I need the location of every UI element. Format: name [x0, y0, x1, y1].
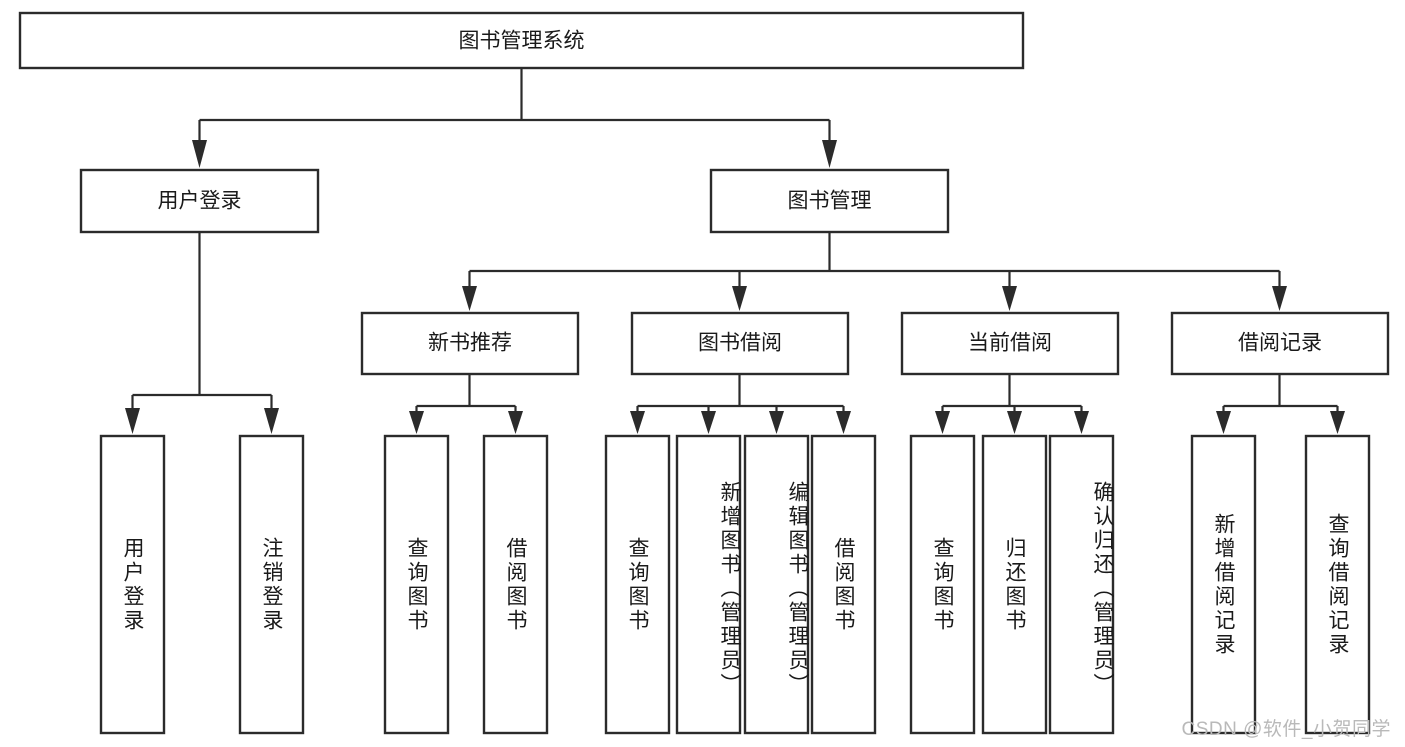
arrow-head-leaf-user-login	[125, 408, 140, 434]
node-book-management[interactable]: 图书管理	[709, 168, 950, 234]
node-root[interactable]: 图书管理系统	[18, 11, 1025, 70]
leaf-box-query-borrow-record[interactable]	[1304, 434, 1371, 735]
node-book-borrow-box[interactable]	[630, 311, 850, 376]
arrow-head-book-borrow	[732, 286, 747, 311]
node-user-login-label: 用户登录	[158, 190, 242, 213]
node-borrow-record[interactable]: 借阅记录	[1170, 311, 1390, 376]
connector-group-user-login-to-leaves	[125, 232, 279, 434]
leaf-box-confirm-return-admin[interactable]	[1048, 434, 1115, 735]
node-new-book-recommend[interactable]: 新书推荐	[360, 311, 580, 376]
node-borrow-record-label: 借阅记录	[1238, 332, 1322, 355]
node-new-book-recommend-box[interactable]	[360, 311, 580, 376]
arrow-head-borrow-record	[1272, 286, 1287, 311]
arrow-head-leaf-add-book-admin	[701, 411, 716, 434]
arrow-head-leaf-return-book	[1007, 411, 1022, 434]
leaf-box-edit-book-admin[interactable]	[743, 434, 810, 735]
node-current-borrow-label: 当前借阅	[968, 332, 1052, 355]
arrow-head-leaf-add-borrow-record	[1216, 411, 1231, 434]
connector-group-new-book-to-leaves	[409, 374, 523, 434]
node-borrow-record-box[interactable]	[1170, 311, 1390, 376]
arrow-head-leaf-query-book-recommend	[409, 411, 424, 434]
arrow-head-leaf-borrow-book	[836, 411, 851, 434]
arrow-head-leaf-confirm-return-admin	[1074, 411, 1089, 434]
arrow-head-leaf-query-book-borrow	[630, 411, 645, 434]
leaf-box-borrow-book[interactable]	[810, 434, 877, 735]
connector-group-root-to-level2	[192, 68, 837, 168]
leaf-box-add-borrow-record[interactable]	[1190, 434, 1257, 735]
leaf-box-group	[99, 434, 1371, 735]
leaf-box-query-book-recommend[interactable]	[383, 434, 450, 735]
leaf-box-return-book[interactable]	[981, 434, 1048, 735]
arrow-head-new-book-recommend	[462, 286, 477, 311]
arrow-head-current-borrow	[1002, 286, 1017, 311]
connector-group-book-borrow-to-leaves	[630, 374, 851, 434]
csdn-watermark: CSDN @软件_小贺同学	[1181, 719, 1391, 740]
node-book-management-label: 图书管理	[788, 190, 872, 213]
leaf-box-query-book-borrow[interactable]	[604, 434, 671, 735]
node-new-book-recommend-label: 新书推荐	[428, 332, 512, 355]
arrow-head-book-management	[822, 140, 837, 168]
connector-group-borrow-record-to-leaves	[1216, 374, 1345, 434]
arrow-head-leaf-query-book-current	[935, 411, 950, 434]
node-user-login[interactable]: 用户登录	[79, 168, 320, 234]
node-book-borrow-label: 图书借阅	[698, 332, 782, 355]
node-current-borrow-box[interactable]	[900, 311, 1120, 376]
arrow-head-leaf-logout	[264, 408, 279, 434]
node-root-box[interactable]	[18, 11, 1025, 70]
node-book-borrow[interactable]: 图书借阅	[630, 311, 850, 376]
arrow-head-leaf-edit-book-admin	[769, 411, 784, 434]
node-current-borrow[interactable]: 当前借阅	[900, 311, 1120, 376]
leaf-box-query-book-current[interactable]	[909, 434, 976, 735]
arrow-head-leaf-borrow-book-recommend	[508, 411, 523, 434]
node-root-label: 图书管理系统	[459, 30, 585, 53]
arrow-head-user-login	[192, 140, 207, 168]
leaf-box-logout[interactable]	[238, 434, 305, 735]
arrow-head-leaf-query-borrow-record	[1330, 411, 1345, 434]
leaf-box-borrow-book-recommend[interactable]	[482, 434, 549, 735]
leaf-box-user-login[interactable]	[99, 434, 166, 735]
leaf-box-add-book-admin[interactable]	[675, 434, 742, 735]
node-book-management-box[interactable]	[709, 168, 950, 234]
connector-group-book-management-to-level3	[462, 232, 1287, 311]
connector-group-current-borrow-to-leaves	[935, 374, 1089, 434]
node-user-login-box[interactable]	[79, 168, 320, 234]
